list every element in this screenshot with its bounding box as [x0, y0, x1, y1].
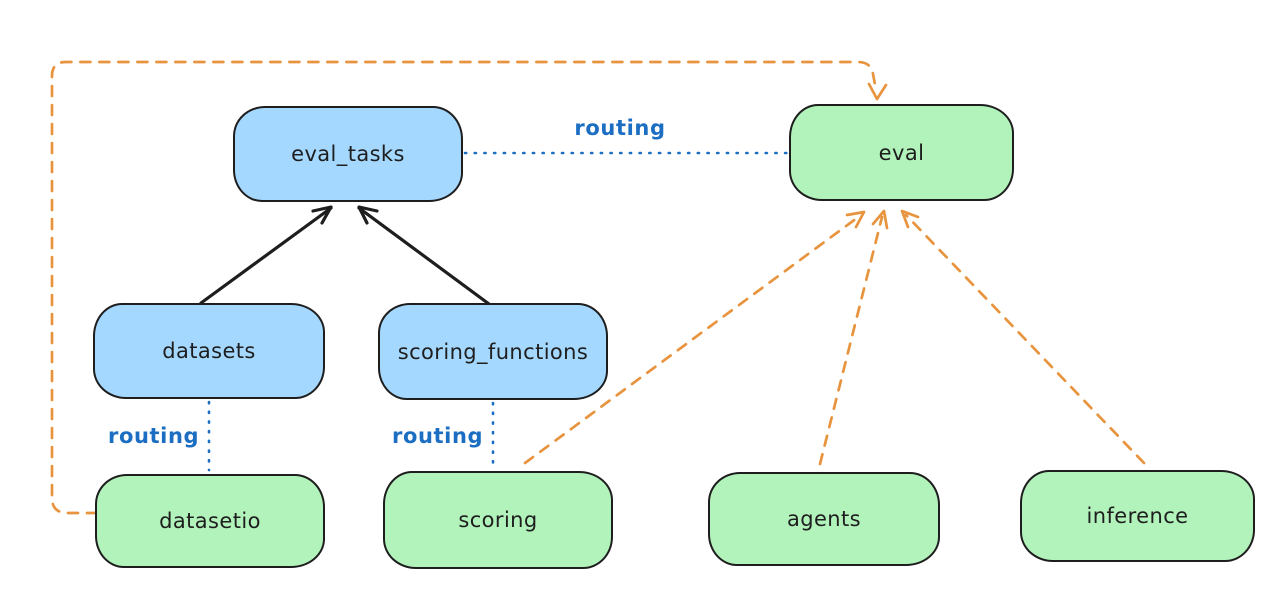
- node-eval-tasks-label: eval_tasks: [291, 142, 405, 166]
- node-datasets: datasets: [93, 303, 325, 399]
- node-scoring-functions: scoring_functions: [378, 303, 608, 400]
- node-agents: agents: [708, 472, 940, 566]
- node-inference-label: inference: [1086, 504, 1189, 528]
- edge-label-routing-scoring: routing: [392, 424, 484, 448]
- arrowhead-inference-to-eval: [900, 209, 920, 229]
- edge-datasets-to-eval-tasks: [199, 206, 333, 305]
- node-eval-label: eval: [878, 140, 925, 165]
- edge-agents-to-eval: [818, 215, 884, 466]
- node-scoring-label: scoring: [458, 508, 538, 532]
- node-scoring-functions-label: scoring_functions: [397, 339, 589, 364]
- arrowhead-agents-to-eval: [871, 209, 889, 230]
- arrowhead-datasetio-to-eval: [867, 82, 888, 101]
- edge-inference-to-eval: [904, 213, 1146, 465]
- edge-label-routing-datasets: routing: [108, 424, 200, 448]
- arrowhead-scoring-functions-to-eval-tasks: [357, 205, 379, 225]
- node-datasetio: datasetio: [95, 474, 325, 568]
- edge-scoring-functions-to-eval-tasks: [357, 206, 491, 306]
- node-datasetio-label: datasetio: [159, 509, 261, 533]
- edge-label-routing-top: routing: [574, 116, 666, 140]
- arrowhead-datasets-to-eval-tasks: [311, 205, 333, 225]
- node-agents-label: agents: [786, 507, 861, 531]
- node-eval: eval: [789, 104, 1014, 201]
- arrowhead-scoring-to-eval: [845, 210, 866, 229]
- node-eval-tasks: eval_tasks: [233, 106, 463, 202]
- node-scoring: scoring: [383, 471, 613, 569]
- node-datasets-label: datasets: [162, 339, 256, 363]
- node-inference: inference: [1020, 470, 1255, 562]
